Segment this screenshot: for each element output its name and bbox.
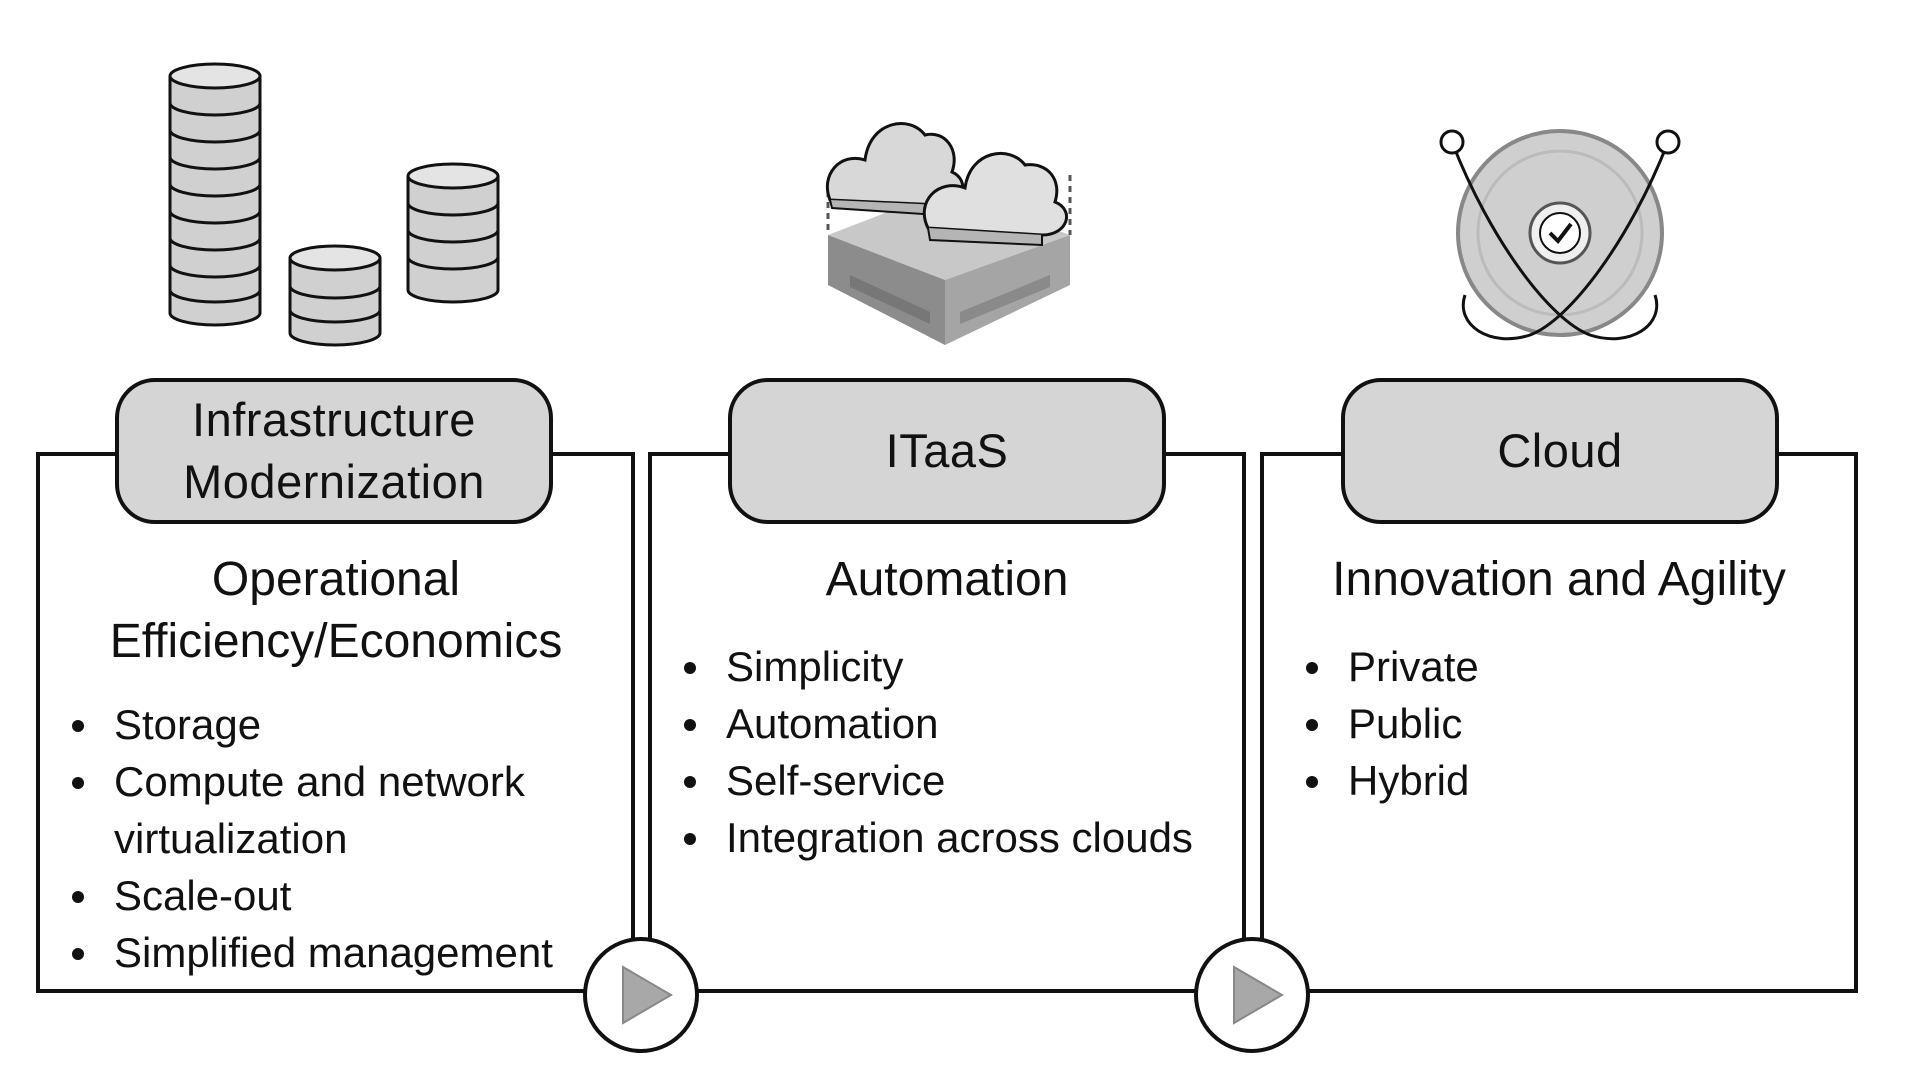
clouds-over-server-icon	[825, 122, 1072, 345]
list-item: Hybrid	[1302, 752, 1842, 809]
bullet-list: Simplicity Automation Self-service Integ…	[680, 638, 1250, 866]
panel-subheading: Innovation and Agility	[1332, 553, 1786, 606]
list-item: Scale-out	[68, 867, 628, 924]
panel-title: Cloud	[1341, 378, 1779, 524]
panel-cloud	[1260, 452, 1858, 993]
list-item: Public	[1302, 695, 1842, 752]
list-item: Storage	[68, 696, 628, 753]
bullet-list: Private Public Hybrid	[1302, 638, 1842, 809]
panel-subheading: Automation	[825, 553, 1069, 606]
panel-itaas	[648, 452, 1246, 993]
play-arrow-icon	[583, 937, 699, 1053]
orbit-disk-check-icon	[1439, 129, 1681, 341]
list-item: Private	[1302, 638, 1842, 695]
panel-infrastructure-modernization	[36, 452, 635, 993]
panel-title: Infrastructure Modernization	[115, 378, 553, 524]
bullet-list: Storage Compute and network virtualizati…	[68, 696, 628, 981]
list-item: Self-service	[680, 752, 1250, 809]
panel-subheading: Operational Efficiency/Economics	[109, 553, 563, 668]
list-item: Simplicity	[680, 638, 1250, 695]
list-item: Compute and network virtualization	[68, 753, 628, 867]
list-item: Integration across clouds	[680, 809, 1250, 866]
list-item: Simplified management	[68, 924, 628, 981]
play-arrow-icon	[1194, 937, 1310, 1053]
panel-title: ITaaS	[728, 378, 1166, 524]
database-stack-icon	[168, 62, 500, 347]
list-item: Automation	[680, 695, 1250, 752]
